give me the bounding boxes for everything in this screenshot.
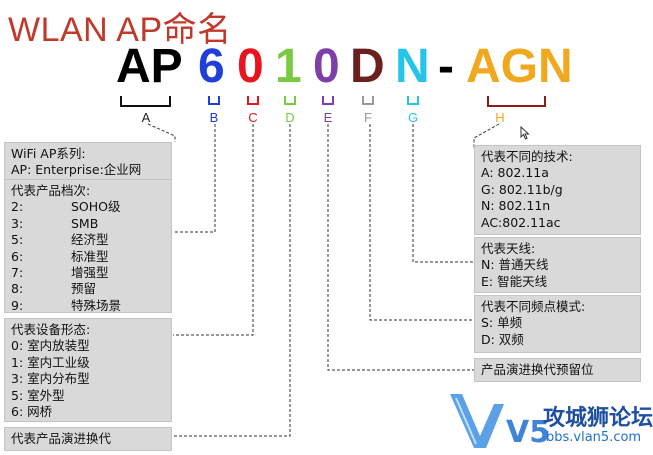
list-item: S: 单频 <box>481 315 523 331</box>
band-box: 代表不同频点模式: S: 单频 D: 双频 <box>474 295 641 353</box>
bracket-c <box>247 96 259 105</box>
label-b: B <box>209 110 219 125</box>
code-dash: - <box>438 40 454 93</box>
list-item: AC:802.11ac <box>481 214 561 230</box>
line-d <box>173 124 291 437</box>
list-item: 9:特殊场景 <box>11 297 122 313</box>
list-item: D: 双频 <box>481 331 524 347</box>
label-h: H <box>495 110 505 125</box>
list-item: 5:经济型 <box>11 232 109 248</box>
list-item: A: 802.11a <box>481 165 549 181</box>
list-item: N: 802.11n <box>481 198 551 214</box>
list-item: N: 普通天线 <box>481 257 549 273</box>
line-c <box>173 124 254 336</box>
line-e <box>327 124 474 371</box>
tech-box: 代表不同的技术: A: 802.11a G: 802.11b/g N: 802.… <box>474 145 641 235</box>
grade-box: 代表产品档次: 2:SOHO级 3:SMB 5:经济型 6:标准型 7:增强型 … <box>4 179 172 313</box>
bracket-h <box>487 96 546 107</box>
list-item: 2:SOHO级 <box>11 199 121 215</box>
series-box: WiFi AP系列: AP: Enterprise:企业网 <box>4 142 172 180</box>
bracket-g <box>407 96 419 105</box>
label-g: G <box>407 110 419 125</box>
form-box: 代表设备形态: 0: 室内放装型 1: 室内工业级 3: 室内分布型 5: 室外… <box>4 318 172 422</box>
list-item: E: 智能天线 <box>481 273 548 289</box>
code-letter-n: N <box>395 40 430 93</box>
list-item: 0: 室内放装型 <box>11 338 90 354</box>
list-item: 1: 室内工业级 <box>11 354 90 370</box>
logo-text: V5 <box>506 415 550 450</box>
label-f: F <box>364 110 372 125</box>
code-ap: AP <box>116 40 183 93</box>
bracket-b <box>208 96 220 105</box>
line-a <box>147 123 176 142</box>
code-digit-1: 1 <box>275 40 302 93</box>
label-e: E <box>323 110 333 125</box>
antenna-box: 代表天线: N: 普通天线 E: 智能天线 <box>474 237 641 293</box>
bracket-e <box>322 96 334 105</box>
list-item: G: 802.11b/g <box>481 181 563 197</box>
label-a: A <box>141 110 151 125</box>
reserve-box: 产品演进换代预留位 <box>474 358 641 382</box>
bracket-f <box>362 96 374 105</box>
code-digit-0: 0 <box>237 40 264 93</box>
page-title: WLAN AP命名 <box>8 11 232 49</box>
watermark-title: 攻城狮论坛 <box>543 406 653 431</box>
list-item: 7:增强型 <box>11 265 109 281</box>
list-item: 6: 网桥 <box>11 404 53 420</box>
line-b <box>173 124 216 233</box>
list-item: 3: 室内分布型 <box>11 371 90 387</box>
watermark: V5 攻城狮论坛 bbs.vlan5.com <box>448 390 653 452</box>
code-letter-d: D <box>350 40 385 93</box>
v5-logo-icon: V5 <box>450 394 550 450</box>
line-g <box>412 124 474 263</box>
list-item: 6:标准型 <box>11 248 109 264</box>
bracket-a <box>120 96 171 107</box>
line-h <box>473 123 500 148</box>
watermark-url: bbs.vlan5.com <box>546 430 642 445</box>
list-item: 5: 室外型 <box>11 387 65 403</box>
code-digit-0b: 0 <box>313 40 340 93</box>
bracket-d <box>284 96 296 105</box>
mouse-cursor-icon <box>520 125 530 144</box>
list-item: 8:预留 <box>11 281 97 297</box>
line-f <box>369 124 474 321</box>
evolution-box: 代表产品演进换代 <box>4 427 172 451</box>
code-digit-6: 6 <box>198 40 225 93</box>
code-agn: AGN <box>466 40 573 93</box>
label-c: C <box>248 110 258 125</box>
list-item: 3:SMB <box>11 215 99 231</box>
label-d: D <box>285 110 295 125</box>
